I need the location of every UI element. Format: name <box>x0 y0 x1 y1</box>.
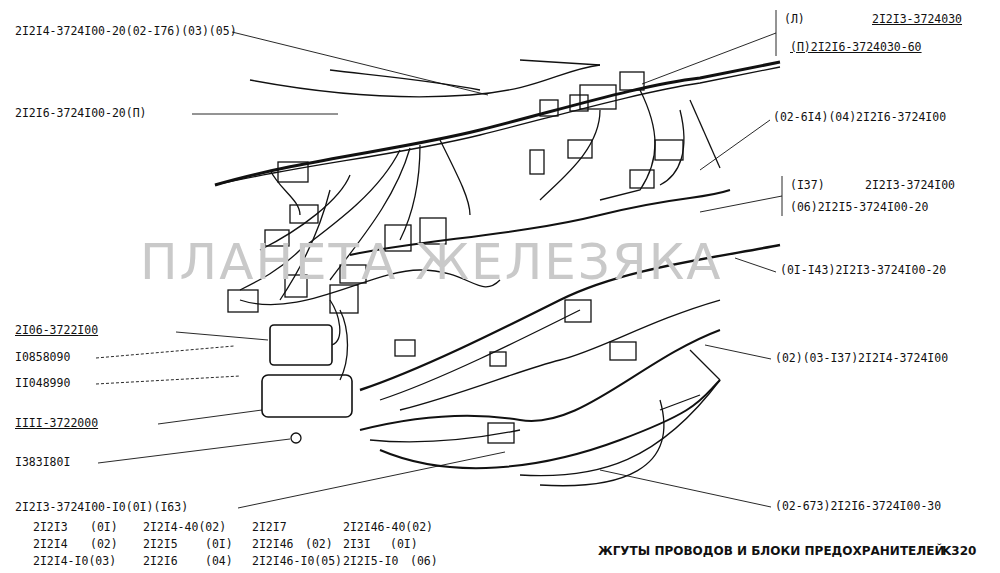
side-mark: (Л) <box>784 12 805 26</box>
table-cell: 2I3I <box>343 537 371 551</box>
table-cell: (02) <box>90 537 118 551</box>
table-cell: 2I2I4 <box>33 537 68 551</box>
table-cell: 2I2I4-40(02) <box>143 520 226 534</box>
part-number: I383I80I <box>15 455 70 469</box>
table-cell: (04) <box>205 554 233 568</box>
part-number: (02-6I4)(04)2I2I6-3724I00 <box>773 110 946 124</box>
sheet-title: ЖГУТЫ ПРОВОДОВ И БЛОКИ ПРЕДОХРАНИТЕЛЕЙ <box>598 544 944 558</box>
table-cell: 2I2I46-40(02) <box>343 520 433 534</box>
sheet-number: K320 <box>942 544 976 558</box>
table-cell: 2I2I46-I0(05) <box>252 554 342 568</box>
table-cell: 2I2I7 <box>252 520 287 534</box>
part-number: I0858090 <box>15 350 70 364</box>
table-cell: 2I2I6 <box>143 554 178 568</box>
table-cell: 2I2I46 <box>252 537 294 551</box>
table-cell: (02) <box>305 537 333 551</box>
watermark: ПЛАНЕТА ЖЕЛЕЗЯКА <box>140 255 722 269</box>
part-number: II048990 <box>15 376 70 390</box>
table-cell: 2I2I5 <box>143 537 178 551</box>
part-number: (П)2I2I6-3724030-60 <box>790 40 922 54</box>
table-cell: 2I2I4-I0(03) <box>33 554 116 568</box>
part-number: (02-673)2I2I6-3724I00-30 <box>775 499 941 513</box>
table-cell: (0I) <box>390 537 418 551</box>
part-number: 2I2I4-3724I00-20(02-I76)(03)(05) <box>15 24 237 38</box>
part-number: 2I2I3-3724030 <box>872 12 962 26</box>
table-cell: 2I2I3 <box>33 520 68 534</box>
table-cell: (06) <box>410 554 438 568</box>
part-number: 2I06-3722I00 <box>15 323 98 337</box>
callout-number: (I37) <box>790 178 825 192</box>
table-cell: 2I2I5-I0 <box>343 554 398 568</box>
part-number: IIII-3722000 <box>15 416 98 430</box>
part-number: (0I-I43)2I2I3-3724I00-20 <box>780 263 946 277</box>
part-number: 2I2I3-3724I00-I0(0I)(I63) <box>15 500 188 514</box>
part-number: (02)(03-I37)2I2I4-3724I00 <box>775 351 948 365</box>
table-cell: (0I) <box>205 537 233 551</box>
part-number: 2I2I3-3724I00 <box>865 178 955 192</box>
part-number: 2I2I6-3724I00-20(П) <box>15 106 147 120</box>
table-cell: (0I) <box>90 520 118 534</box>
part-number: (06)2I2I5-3724I00-20 <box>790 200 928 214</box>
